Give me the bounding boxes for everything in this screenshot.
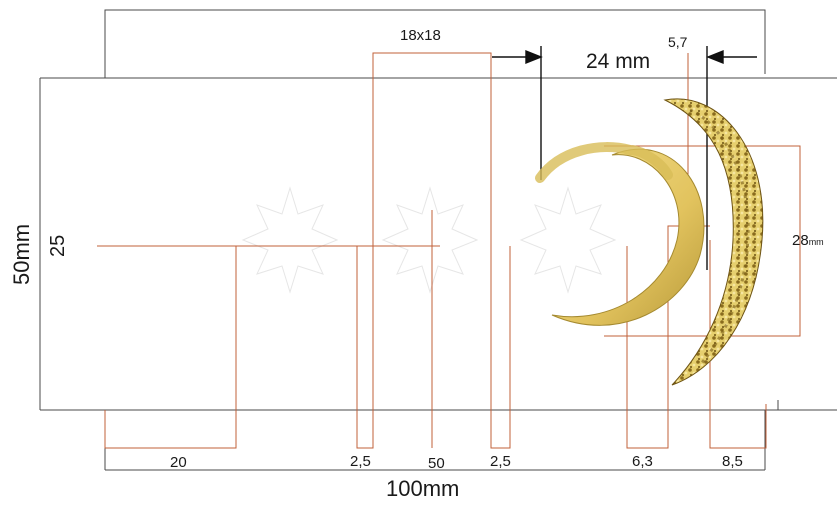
crescent-height-label: 28mm: [792, 232, 824, 249]
crescent-width-label: 24 mm: [586, 50, 650, 73]
dim-8-5-label: 8,5: [722, 453, 743, 470]
dim-6-3-label: 6,3: [632, 453, 653, 470]
star-icon: [519, 186, 617, 294]
dim-20-label: 20: [170, 454, 187, 471]
star-icon: [241, 186, 339, 294]
star-size-label: 18x18: [400, 27, 441, 44]
height-total-label: 50mm: [9, 224, 34, 285]
width-measure: [492, 46, 757, 270]
half-height-label: 25: [47, 235, 69, 257]
star-icon: [381, 186, 479, 294]
dim-2-5-right-label: 2,5: [490, 453, 511, 470]
gap-label: 5,7: [668, 34, 688, 50]
crescent-icon: [551, 148, 705, 326]
outline-frame: [39, 9, 837, 471]
faint-stars: [241, 186, 617, 294]
dim-2-5-left-label: 2,5: [350, 453, 371, 470]
width-total-label: 100mm: [386, 476, 459, 501]
arrow-icon: [525, 49, 543, 65]
crescent-height-unit: mm: [809, 237, 824, 247]
arrow-icon: [706, 49, 724, 65]
dim-50-label: 50: [428, 455, 445, 472]
crescent-height-value: 28: [792, 232, 809, 249]
